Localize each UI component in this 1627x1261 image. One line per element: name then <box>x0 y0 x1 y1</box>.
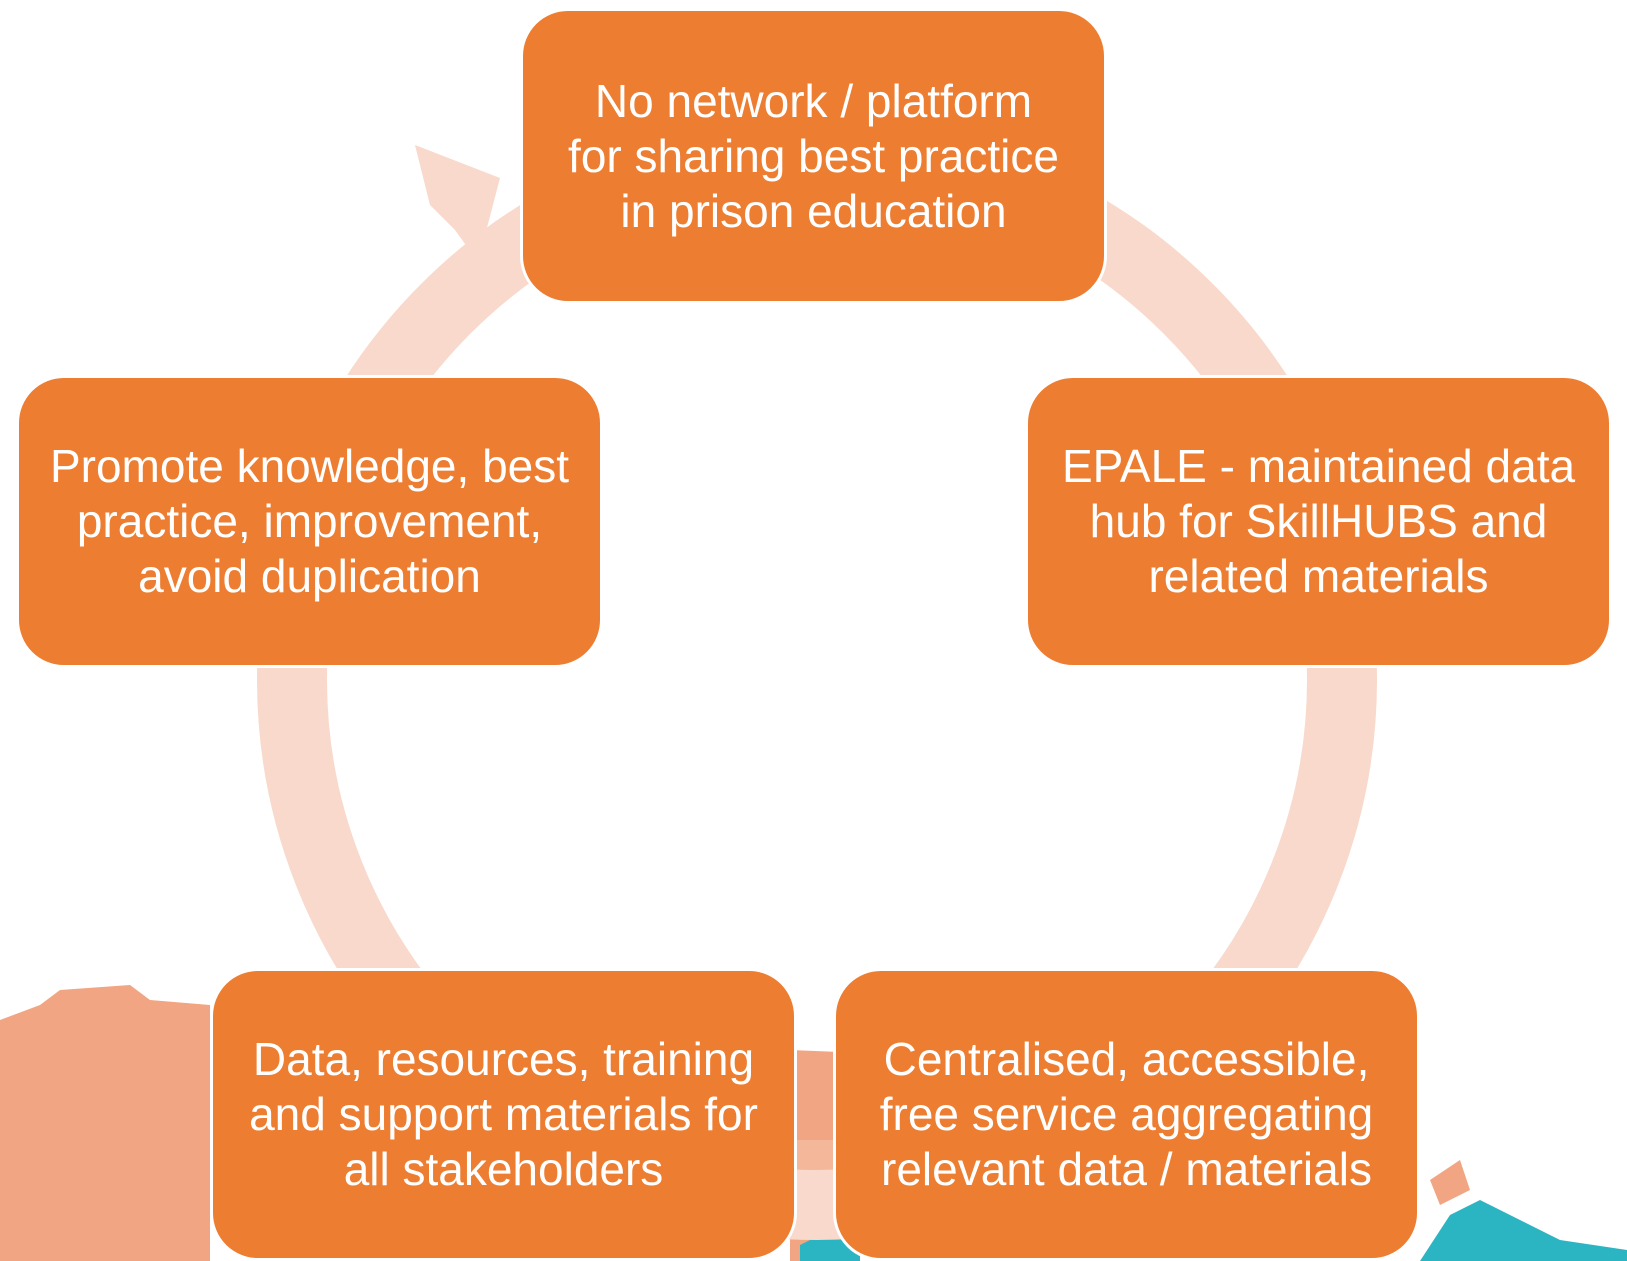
cycle-node-bottom-left-label: Data, resources, training and support ma… <box>249 1033 758 1195</box>
cycle-node-right-label: EPALE - maintained data hub for SkillHUB… <box>1061 440 1576 602</box>
cycle-node-bottom-right-label: Centralised, accessible, free service ag… <box>879 1033 1374 1195</box>
cycle-node-top: No network / platform for sharing best p… <box>520 8 1107 304</box>
cycle-node-bottom-left: Data, resources, training and support ma… <box>210 968 797 1261</box>
cycle-node-bottom-right: Centralised, accessible, free service ag… <box>833 968 1420 1261</box>
cycle-node-left-label: Promote knowledge, best practice, improv… <box>49 440 570 602</box>
cycle-arrowhead <box>415 145 500 262</box>
cycle-node-top-label: No network / platform for sharing best p… <box>568 74 1059 237</box>
cycle-node-right: EPALE - maintained data hub for SkillHUB… <box>1025 375 1612 668</box>
cycle-node-left: Promote knowledge, best practice, improv… <box>16 375 603 668</box>
